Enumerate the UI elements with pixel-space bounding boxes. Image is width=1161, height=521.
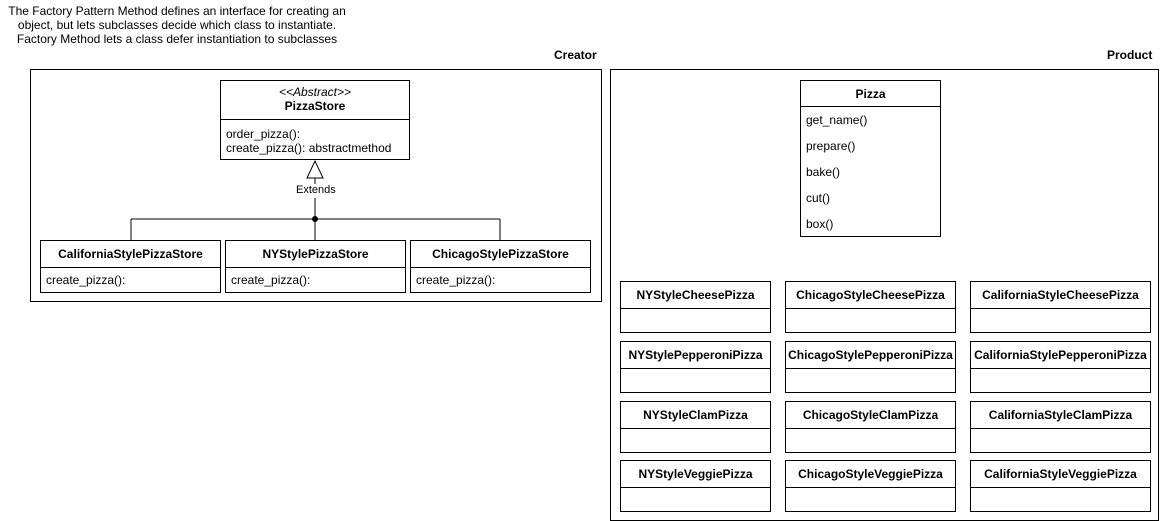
class-name: ChicagoStyleClamPizza <box>786 402 955 429</box>
class-name: NYStyleCheesePizza <box>621 282 770 309</box>
pizza-subclass: CaliforniaStyleCheesePizza <box>970 281 1151 333</box>
get-name-method: get_name() <box>806 113 868 127</box>
abstract-stereotype: <<Abstract>> <box>278 85 352 99</box>
pizza-methods: get_name() prepare() bake() cut() box() <box>801 107 940 237</box>
pizza-class-name: Pizza <box>801 81 940 107</box>
class-name: CaliforniaStyleClamPizza <box>971 402 1150 429</box>
create-pizza-abstract-method: create_pizza(): abstractmethod <box>226 141 392 155</box>
class-name: ChicagoStylePepperoniPizza <box>786 342 955 369</box>
california-pizza-store-class: CaliforniaStylePizzaStore create_pizza()… <box>40 240 221 293</box>
pizzastore-class-header: <<Abstract>> PizzaStore <box>221 81 409 120</box>
product-section-label: Product <box>1107 48 1153 62</box>
order-pizza-method: order_pizza(): <box>226 127 301 141</box>
extends-label: Extends <box>295 184 337 196</box>
pizzastore-methods: order_pizza(): create_pizza(): abstractm… <box>221 120 409 155</box>
class-name: ChicagoStylePizzaStore <box>411 241 590 268</box>
pizza-subclass: ChicagoStylePepperoniPizza <box>785 341 956 393</box>
pizzastore-class-name: PizzaStore <box>284 99 346 113</box>
ny-pizza-store-class: NYStylePizzaStore create_pizza(): <box>225 240 406 293</box>
class-name: CaliforniaStylePepperoniPizza <box>971 342 1150 369</box>
class-name: CaliforniaStylePizzaStore <box>41 241 220 268</box>
pizzastore-class: <<Abstract>> PizzaStore order_pizza(): c… <box>220 80 410 160</box>
box-method: box() <box>806 217 834 231</box>
class-name: NYStyleVeggiePizza <box>621 461 770 488</box>
inheritance-arrowhead <box>306 159 324 179</box>
pizza-subclass: CaliforniaStyleVeggiePizza <box>970 460 1151 512</box>
pizza-subclass: NYStyleClamPizza <box>620 401 771 453</box>
prepare-method: prepare() <box>806 139 856 153</box>
class-name: ChicagoStyleCheesePizza <box>786 282 955 309</box>
class-name: NYStylePepperoniPizza <box>621 342 770 369</box>
pizza-subclass: ChicagoStyleClamPizza <box>785 401 956 453</box>
pizza-subclass: NYStylePepperoniPizza <box>620 341 771 393</box>
class-name: CaliforniaStyleVeggiePizza <box>971 461 1150 488</box>
class-name: ChicagoStyleVeggiePizza <box>786 461 955 488</box>
pizza-subclass: CaliforniaStylePepperoniPizza <box>970 341 1151 393</box>
create-pizza-method: create_pizza(): <box>231 273 311 287</box>
bake-method: bake() <box>806 165 841 179</box>
pizza-subclass: NYStyleVeggiePizza <box>620 460 771 512</box>
class-name: CaliforniaStyleCheesePizza <box>971 282 1150 309</box>
pizza-subclass: ChicagoStyleVeggiePizza <box>785 460 956 512</box>
class-name: NYStylePizzaStore <box>226 241 405 268</box>
create-pizza-method: create_pizza(): <box>46 273 126 287</box>
chicago-pizza-store-class: ChicagoStylePizzaStore create_pizza(): <box>410 240 591 293</box>
pattern-description: The Factory Pattern Method defines an in… <box>8 4 346 46</box>
cut-method: cut() <box>806 191 830 205</box>
class-name: NYStyleClamPizza <box>621 402 770 429</box>
pizza-subclass: NYStyleCheesePizza <box>620 281 771 333</box>
pizza-class: Pizza get_name() prepare() bake() cut() … <box>800 80 941 237</box>
create-pizza-method: create_pizza(): <box>416 273 496 287</box>
creator-section-label: Creator <box>554 48 597 62</box>
pizza-subclass: ChicagoStyleCheesePizza <box>785 281 956 333</box>
pizza-subclass: CaliforniaStyleClamPizza <box>970 401 1151 453</box>
junction-dot <box>312 216 318 222</box>
